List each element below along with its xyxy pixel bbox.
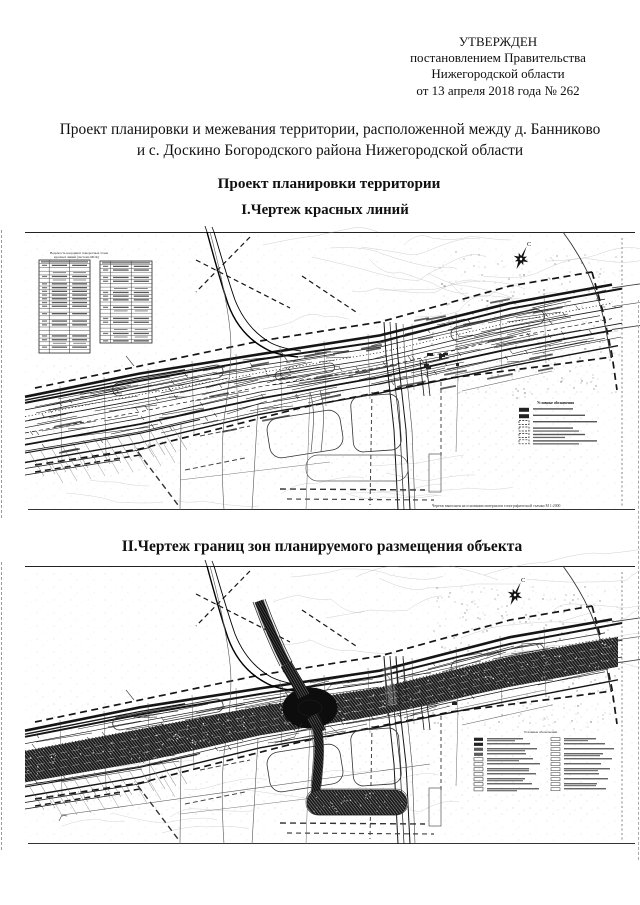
svg-text:Чертеж выполнен на основании м: Чертеж выполнен на основании материалов … (432, 504, 560, 508)
svg-text:красных линий (система МСК): красных линий (система МСК) (54, 255, 99, 259)
svg-text:Условные обозначения: Условные обозначения (524, 730, 557, 734)
svg-text:С: С (527, 241, 531, 248)
svg-text:Условные обозначения: Условные обозначения (537, 401, 574, 405)
svg-text:Ведомость координат поворотных: Ведомость координат поворотных точек (50, 251, 109, 255)
svg-text:С: С (521, 577, 525, 584)
